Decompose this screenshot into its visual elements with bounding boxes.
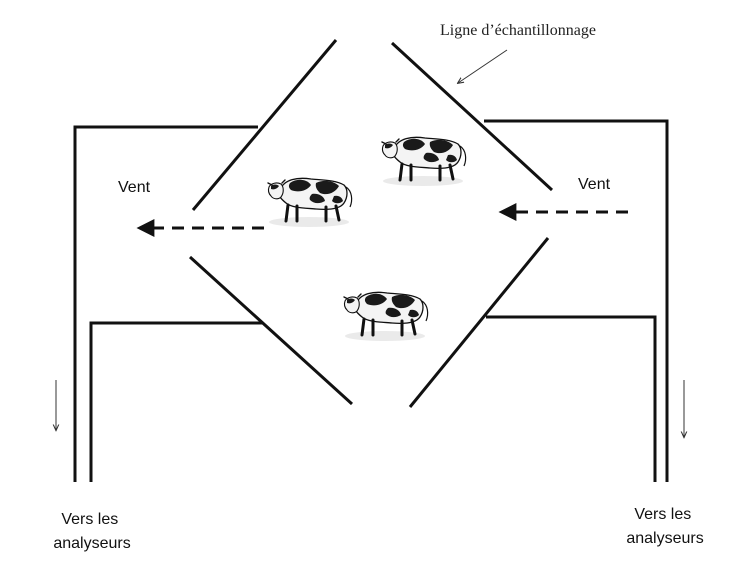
right-inner-pipe [486,315,657,482]
sampling-wall-bottom-left [188,255,354,406]
right-outlet-label: Vers les analyseurs [626,506,703,547]
right-outlet-line-1: Vers les [634,506,691,523]
cow-icon [342,290,430,343]
left-outlet-line-1: Vers les [61,511,118,528]
sampling-wall-top-left [191,39,338,211]
sampling-wall-top-right [390,41,554,192]
sampling-line-label: Ligne d’échantillonnage [440,22,596,39]
left-outlet-label: Vers les analyseurs [53,511,130,552]
right-outlet-line-2: analyseurs [626,530,703,547]
cow-icon [266,176,354,229]
left-inner-pipe [89,321,263,482]
left-outer-pipe [73,125,258,482]
left-outlet-line-2: analyseurs [53,535,130,552]
right-outer-pipe [484,119,669,482]
wind-label-right: Vent [578,176,611,193]
wind-label-left: Vent [118,179,151,196]
sampling-line-pointer [458,49,508,83]
cow-icon [380,135,468,188]
sampling-wall-bottom-right [408,237,550,408]
